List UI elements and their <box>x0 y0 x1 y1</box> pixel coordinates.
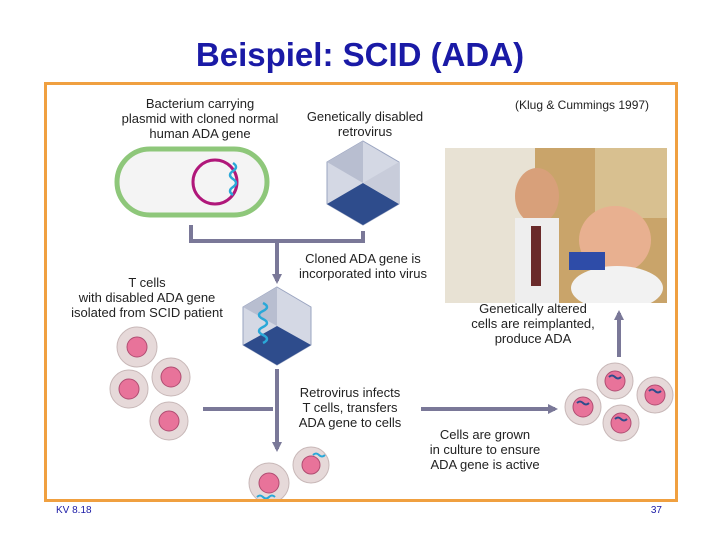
cultured-cell <box>602 404 640 442</box>
t-cell <box>149 401 189 441</box>
bacterium-label: Bacterium carrying plasmid with cloned n… <box>121 96 279 141</box>
t-cells-group <box>109 326 191 441</box>
reimplanted-label: Genetically altered cells are reimplante… <box>471 301 595 346</box>
footer-course-code: KV 8.18 <box>56 505 92 516</box>
retrovirus-icon <box>326 140 400 226</box>
t-cell <box>116 326 158 368</box>
culture-label: Cells are grown in culture to ensure ADA… <box>429 427 541 472</box>
slide-title: Beispiel: SCID (ADA) <box>195 36 525 73</box>
merge-arrows <box>189 225 365 284</box>
page-number: 37 <box>650 505 662 516</box>
cultured-cell <box>564 388 602 426</box>
citation: (Klug & Cummings 1997) <box>515 98 650 112</box>
t-cells-label: T cells with disabled ADA gene isolated … <box>71 275 223 320</box>
cultured-cell <box>636 376 674 414</box>
cloned-gene-label: Cloned ADA gene is incorporated into vir… <box>299 251 427 281</box>
scid-gene-therapy-diagram <box>109 140 674 499</box>
cultured-cell <box>596 362 634 400</box>
retrovirus-label: Genetically disabled retrovirus <box>306 109 424 139</box>
t-cell <box>151 357 191 397</box>
cultured-cells-group <box>564 362 674 442</box>
bacterium-icon <box>114 146 270 218</box>
infected-cells-group <box>248 446 330 499</box>
infected-cell <box>292 446 330 484</box>
infects-label: Retrovirus infects T cells, transfers AD… <box>298 385 402 430</box>
recombinant-virus-icon <box>242 286 312 366</box>
infected-cell <box>248 462 290 499</box>
patient-photo <box>445 148 667 303</box>
diagram-frame: (Klug & Cummings 1997) Bacterium carryin… <box>44 82 678 502</box>
t-cell <box>109 369 149 409</box>
